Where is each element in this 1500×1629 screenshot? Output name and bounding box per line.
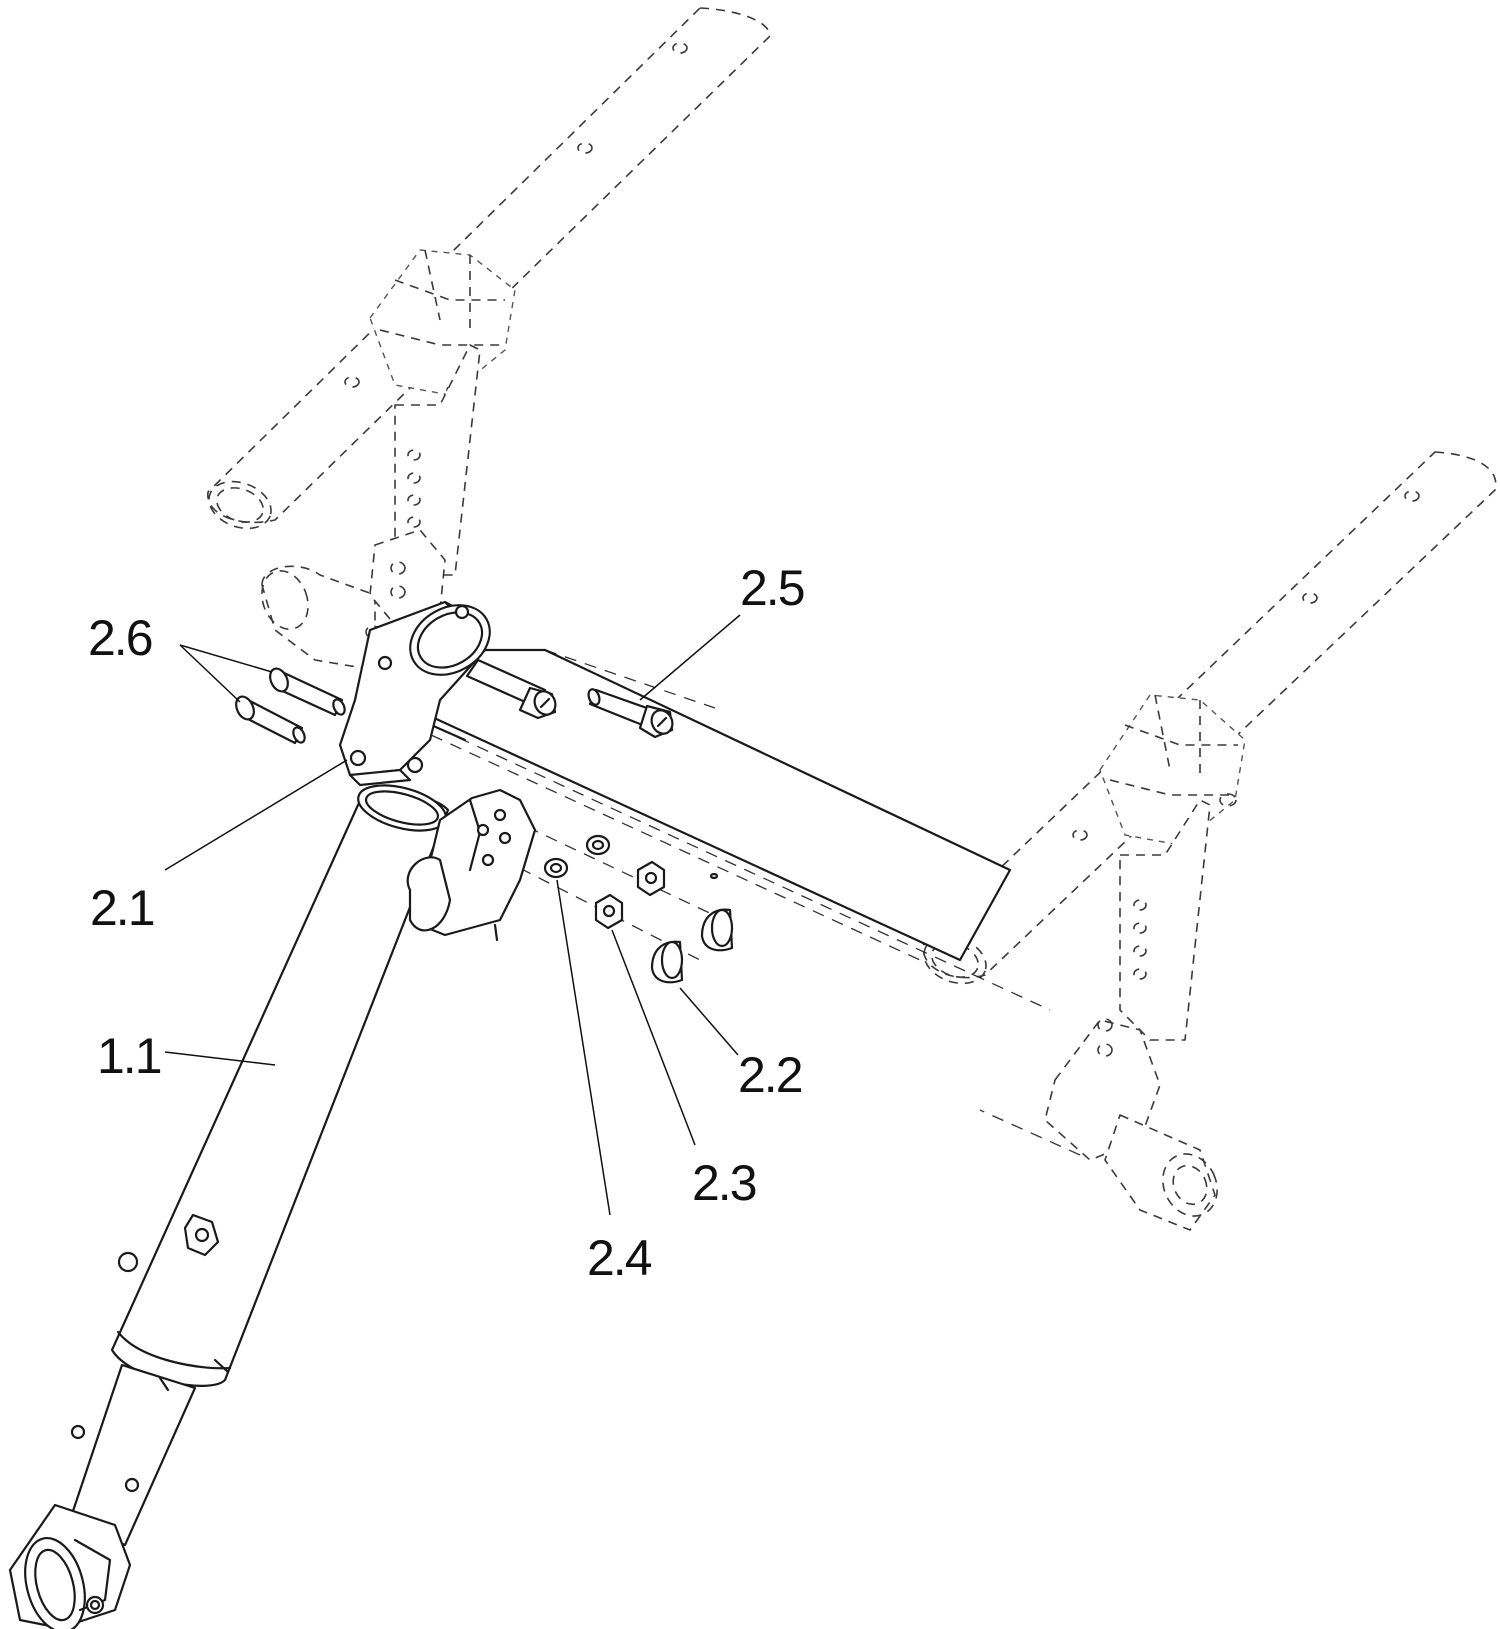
leader-2-4	[556, 879, 611, 1216]
front-leg-tube	[110, 784, 450, 1387]
washer-2-4	[543, 857, 569, 879]
leader-lines	[164, 614, 741, 1216]
ghost-frame-left-tube	[207, 7, 771, 530]
leader-2-3	[611, 929, 696, 1146]
leader-2-1	[164, 759, 348, 871]
caster-wheel	[8, 1503, 132, 1629]
pin-2-6-upper	[269, 667, 346, 717]
callout-2-2: 2.2	[738, 1047, 802, 1103]
callout-2-1: 2.1	[90, 880, 154, 936]
ghost-hub-left	[261, 529, 446, 671]
mounting-plate	[338, 600, 491, 787]
cap-nut-2-2	[650, 940, 684, 984]
leader-1-1	[164, 1051, 276, 1066]
leader-2-5	[639, 614, 741, 701]
callout-1-1: 1.1	[97, 1028, 161, 1084]
socket-screw-2-5	[587, 688, 674, 739]
nut-2-3	[594, 893, 624, 930]
ghost-hub-lower-right	[1044, 1018, 1218, 1231]
leader-2-6-b	[179, 644, 241, 703]
nut-upper	[636, 860, 666, 897]
ghost-bracket-upper-left	[394, 344, 481, 576]
leader-2-6-a	[179, 644, 273, 673]
ghost-bracket-right	[1119, 799, 1211, 1041]
callout-2-3: 2.3	[692, 1155, 756, 1211]
washer-upper	[585, 834, 611, 856]
caster-mount-bracket	[406, 788, 537, 942]
pin-2-6-lower	[235, 695, 306, 745]
lower-telescoping-tube	[68, 1213, 220, 1547]
socket-screw-upper	[465, 658, 557, 720]
callout-2-6: 2.6	[88, 610, 152, 666]
callout-2-5: 2.5	[740, 560, 804, 616]
cap-nut-upper	[700, 872, 734, 952]
callout-2-4: 2.4	[587, 1230, 652, 1286]
leader-2-2	[679, 987, 739, 1056]
